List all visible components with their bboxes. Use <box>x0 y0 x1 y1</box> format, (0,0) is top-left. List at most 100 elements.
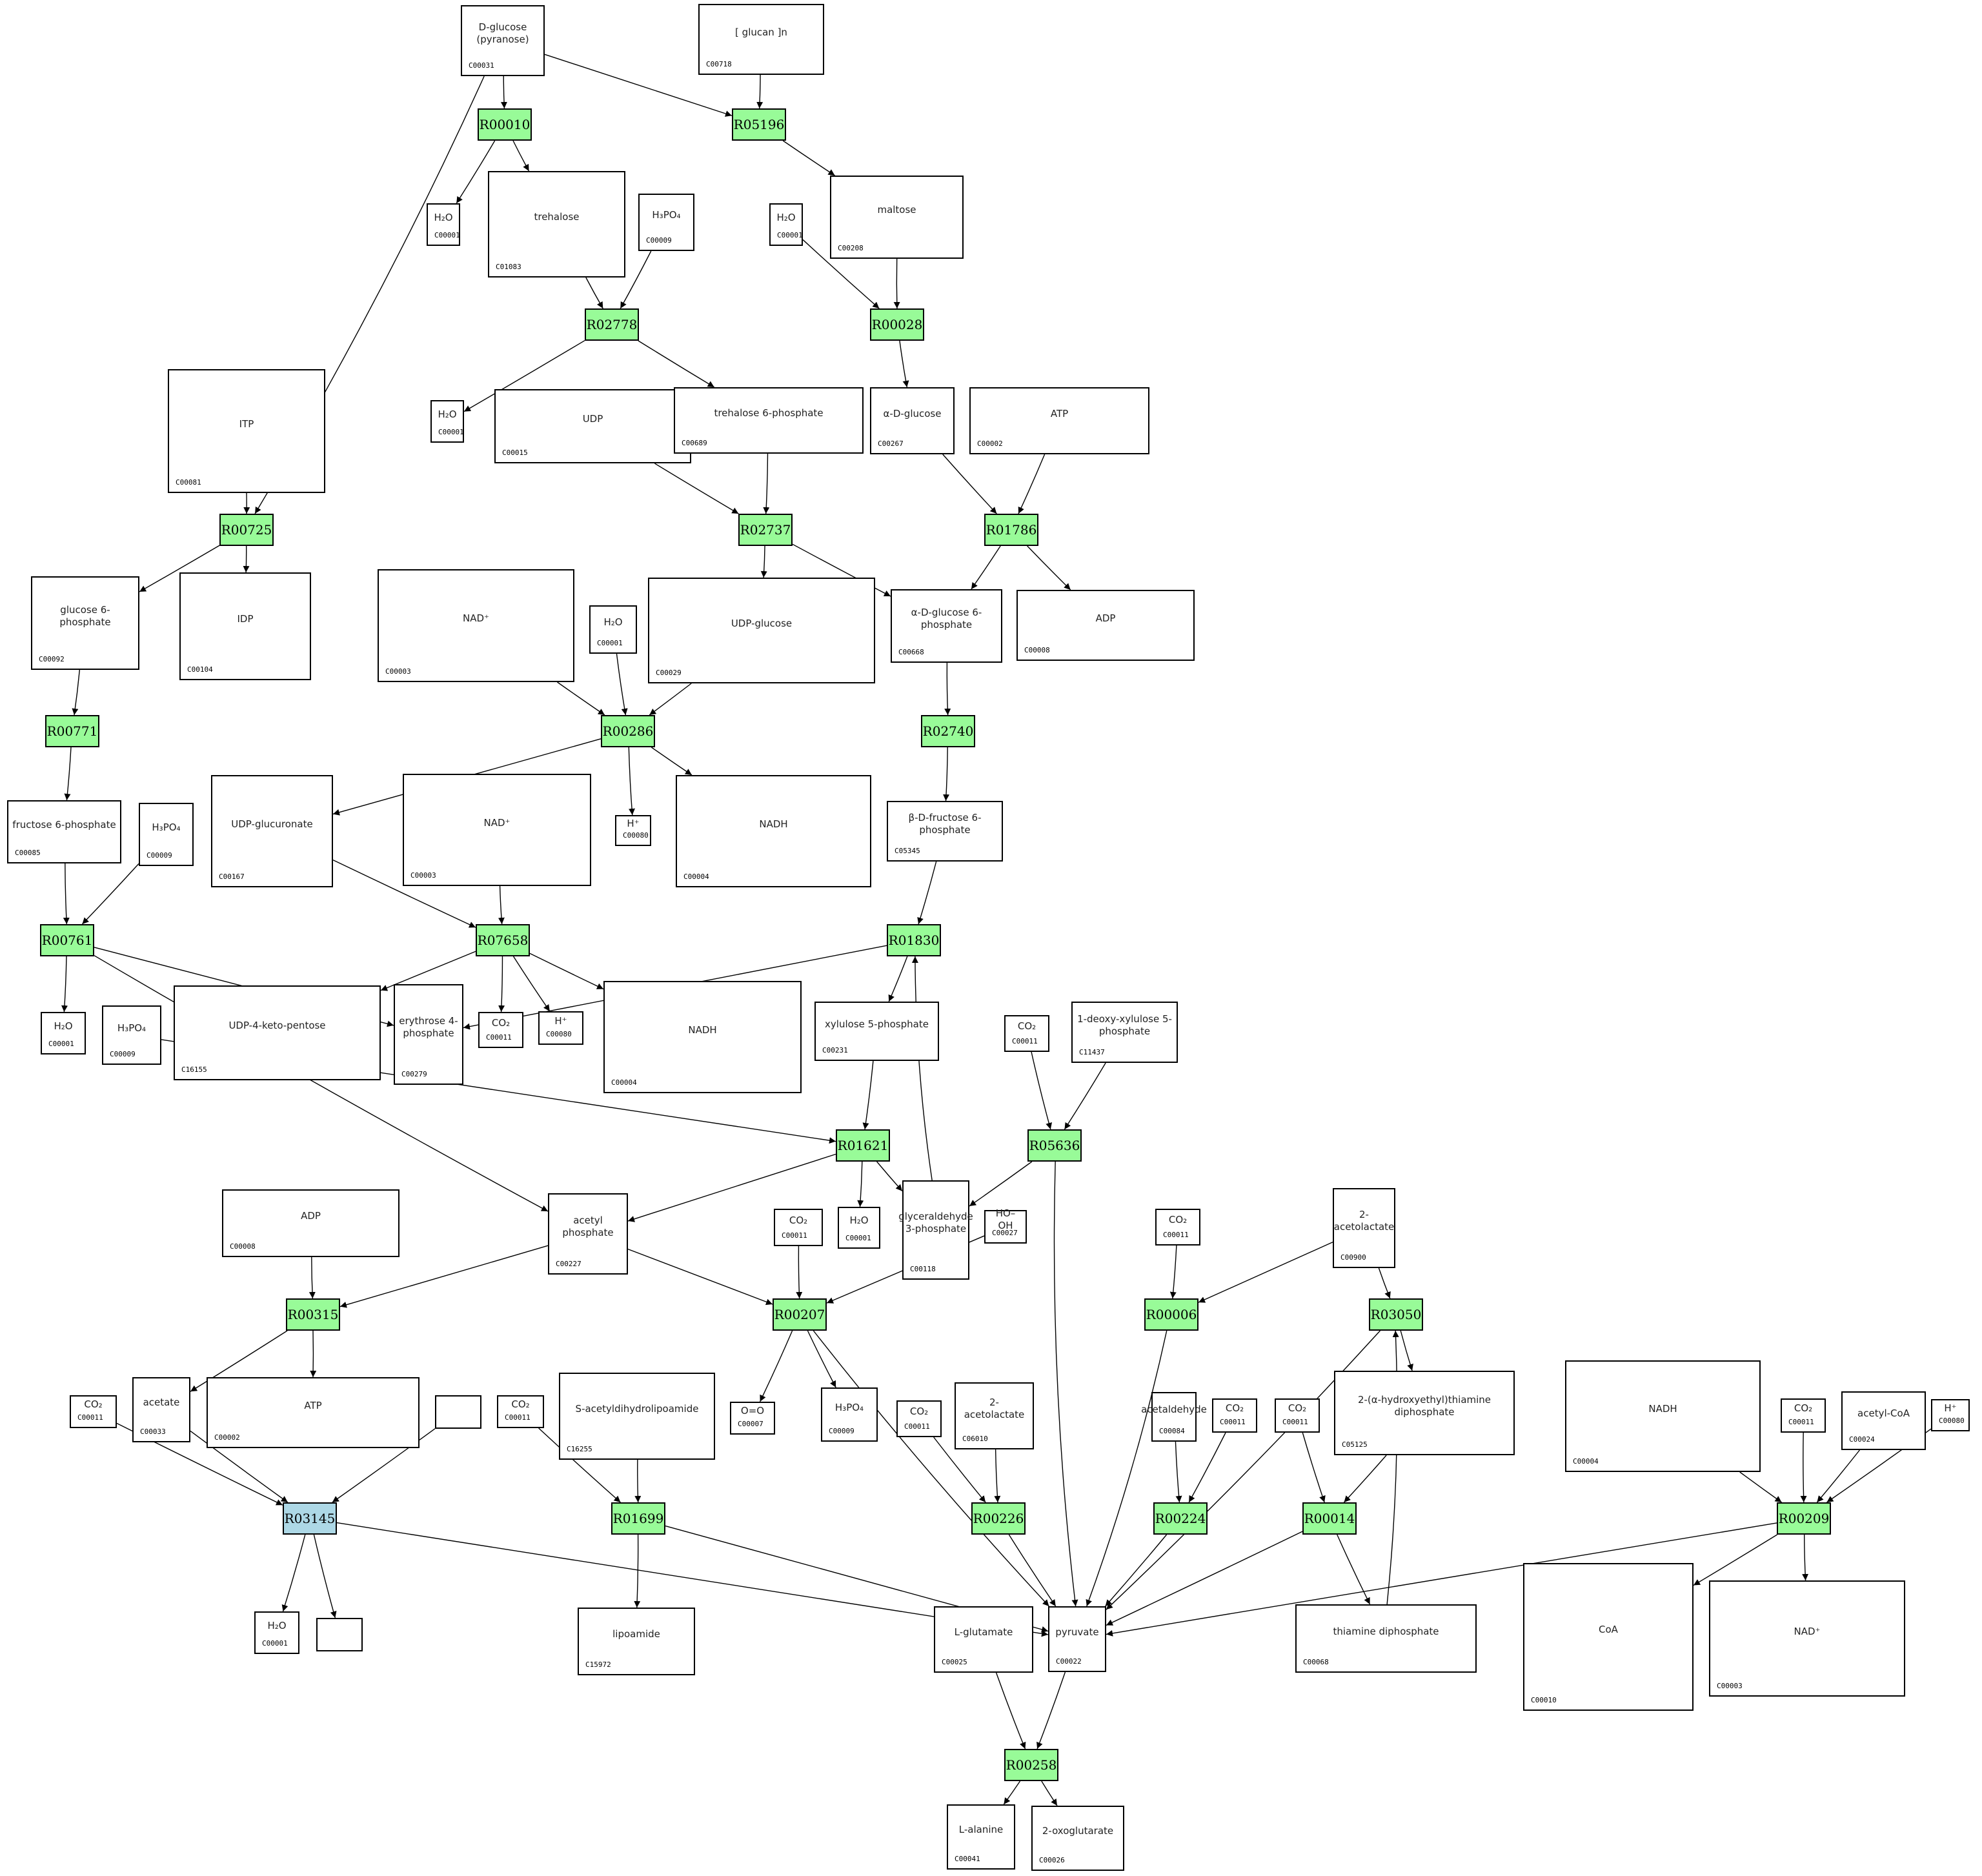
edge-c_c00011_c-to-r00207 <box>796 1246 803 1299</box>
reaction-node-r00771[interactable]: R00771 <box>45 715 99 747</box>
reaction-node-r02778[interactable]: R02778 <box>585 308 639 341</box>
compound-node-empty[interactable] <box>316 1618 363 1651</box>
reaction-node-r03145[interactable]: R03145 <box>283 1502 337 1535</box>
compound-node-c00080[interactable]: H⁺C00080 <box>538 1011 583 1045</box>
reaction-node-r00224[interactable]: R00224 <box>1153 1502 1208 1535</box>
reaction-node-r02737[interactable]: R02737 <box>738 514 793 546</box>
reaction-node-r00226[interactable]: R00226 <box>971 1502 1026 1535</box>
compound-node-c00003[interactable]: NAD⁺C00003 <box>378 569 574 682</box>
reaction-node-r00006[interactable]: R00006 <box>1144 1298 1198 1331</box>
reaction-node-r01621[interactable]: R01621 <box>836 1129 890 1162</box>
reaction-node-r05196[interactable]: R05196 <box>732 108 786 141</box>
reaction-node-r00010[interactable]: R00010 <box>478 108 532 141</box>
reaction-node-r00286[interactable]: R00286 <box>601 715 655 747</box>
reaction-node-r03050[interactable]: R03050 <box>1369 1298 1423 1331</box>
compound-node-empty[interactable] <box>435 1395 481 1429</box>
reaction-node-r00209[interactable]: R00209 <box>1777 1502 1831 1535</box>
reaction-node-r01699[interactable]: R01699 <box>611 1502 665 1535</box>
reaction-node-r01830[interactable]: R01830 <box>887 924 941 956</box>
compound-node-c00080[interactable]: H⁺C00080 <box>1931 1399 1970 1431</box>
reaction-node-r02740[interactable]: R02740 <box>921 715 975 747</box>
reaction-node-r07658[interactable]: R07658 <box>476 924 530 956</box>
reaction-node-r00725[interactable]: R00725 <box>219 514 274 546</box>
reaction-node-r01786[interactable]: R01786 <box>984 514 1038 546</box>
reaction-node-r00315[interactable]: R00315 <box>286 1298 340 1331</box>
compound-node-c00080[interactable]: H⁺C00080 <box>615 815 651 846</box>
compound-node-c00003[interactable]: NAD⁺C00003 <box>403 774 591 886</box>
reaction-node-r00028[interactable]: R00028 <box>870 308 924 341</box>
reaction-node-r00761[interactable]: R00761 <box>40 924 94 956</box>
compound-node-c00003[interactable]: NAD⁺C00003 <box>1709 1580 1905 1697</box>
reaction-node-r00014[interactable]: R00014 <box>1302 1502 1357 1535</box>
compound-node-c00031[interactable]: D-glucose (pyranose)C00031 <box>461 5 545 76</box>
reaction-node-r00207[interactable]: R00207 <box>773 1298 827 1331</box>
reaction-node-r00258[interactable]: R00258 <box>1004 1749 1058 1781</box>
reaction-node-r05636[interactable]: R05636 <box>1027 1129 1082 1162</box>
